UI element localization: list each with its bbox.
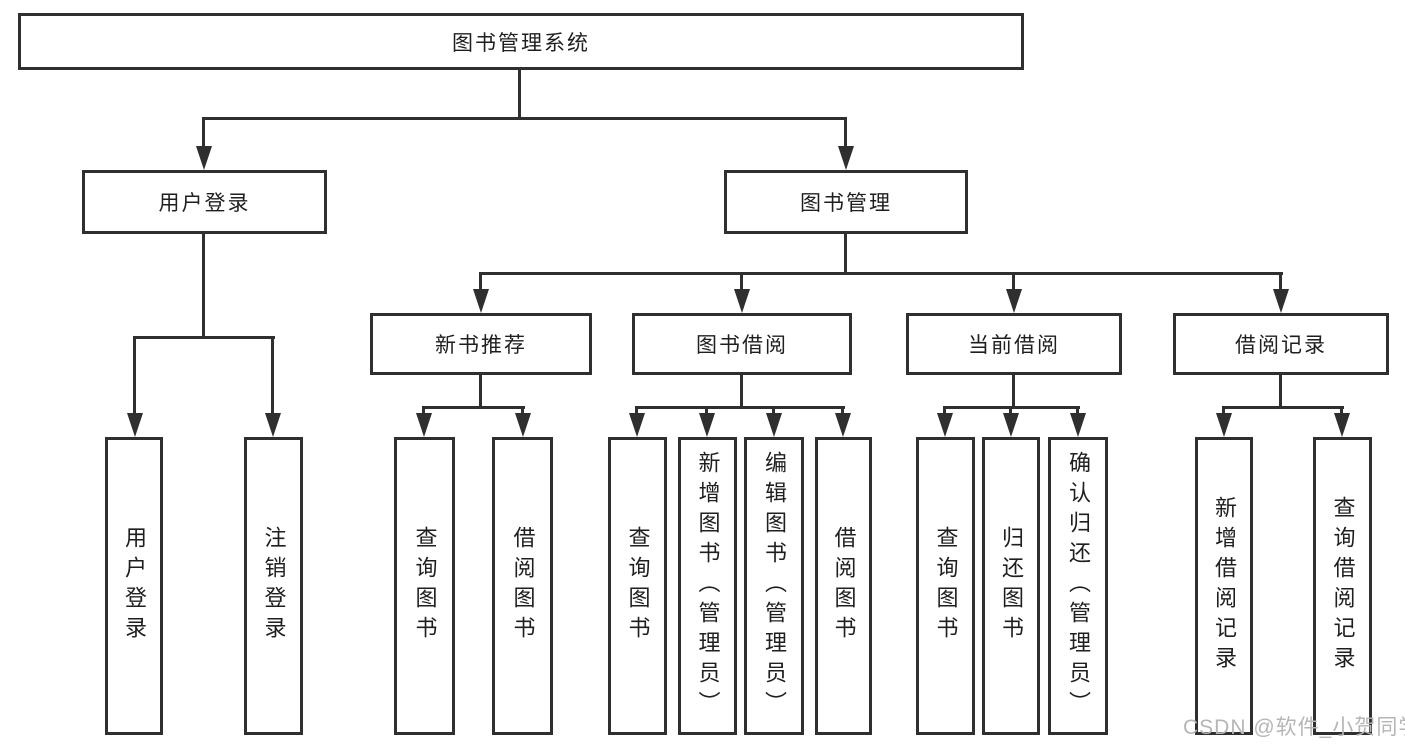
arrowhead-down-icon [766, 413, 782, 437]
connector-line [740, 375, 743, 406]
connector-line [202, 233, 205, 336]
arrowhead-down-icon [265, 413, 281, 437]
connector-line [1012, 272, 1015, 289]
connector-line [1009, 406, 1012, 413]
connector-line [422, 406, 525, 409]
connector-line [635, 406, 638, 413]
arrowhead-down-icon [835, 413, 851, 437]
arrowhead-down-icon [1334, 413, 1350, 437]
connector-line [772, 406, 775, 413]
connector-line [705, 406, 708, 413]
connector-line [841, 406, 844, 413]
leaf-user-login: 用户登录 [105, 437, 163, 735]
arrowhead-down-icon [1003, 413, 1019, 437]
arrowhead-down-icon [127, 413, 143, 437]
arrowhead-down-icon [1006, 289, 1022, 313]
connector-line [518, 69, 521, 117]
leaf-add-borrow-record: 新增借阅记录 [1195, 437, 1253, 735]
connector-line [133, 336, 136, 413]
arrowhead-down-icon [1070, 413, 1086, 437]
connector-line [479, 375, 482, 406]
connector-line [1076, 406, 1079, 413]
connector-line [740, 272, 743, 289]
connector-line [479, 272, 482, 289]
csdn-watermark: CSDN @软件_小贺同学 [1183, 716, 1405, 739]
leaf-query-borrow-record: 查询借阅记录 [1313, 437, 1372, 735]
connector-line [422, 406, 425, 413]
arrowhead-down-icon [937, 413, 953, 437]
arrowhead-down-icon [1216, 413, 1232, 437]
arrowhead-down-icon [416, 413, 432, 437]
connector-line [202, 117, 847, 120]
connector-line [1279, 272, 1282, 289]
arrowhead-down-icon [196, 146, 212, 170]
node-current-borrowing: 当前借阅 [906, 313, 1122, 375]
leaf-logout: 注销登录 [244, 437, 303, 735]
leaf-edit-books-admin: 编辑图书（管理员） [744, 437, 804, 735]
arrowhead-down-icon [838, 146, 854, 170]
arrowhead-down-icon [473, 289, 489, 313]
node-book-borrowing: 图书借阅 [632, 313, 852, 375]
connector-line [635, 406, 845, 409]
leaf-add-books-admin: 新增图书（管理员） [678, 437, 737, 735]
leaf-borrow-books: 借阅图书 [815, 437, 872, 735]
connector-line [479, 272, 1283, 275]
leaf-borrow-books: 借阅图书 [492, 437, 553, 735]
leaf-return-books: 归还图书 [982, 437, 1040, 735]
arrowhead-down-icon [1273, 289, 1289, 313]
leaf-query-books: 查询图书 [608, 437, 667, 735]
connector-line [1222, 406, 1344, 409]
connector-line [844, 233, 847, 272]
connector-line [943, 406, 946, 413]
arrowhead-down-icon [515, 413, 531, 437]
node-user-login: 用户登录 [82, 170, 327, 234]
node-borrowing-records: 借阅记录 [1173, 313, 1389, 375]
arrowhead-down-icon [734, 289, 750, 313]
node-book-management: 图书管理 [724, 170, 968, 234]
arrowhead-down-icon [629, 413, 645, 437]
leaf-query-books: 查询图书 [916, 437, 975, 735]
connector-line [844, 117, 847, 148]
arrowhead-down-icon [699, 413, 715, 437]
connector-line [1222, 406, 1225, 413]
connector-line [133, 336, 275, 339]
leaf-confirm-return-admin: 确认归还（管理员） [1048, 437, 1108, 735]
connector-line [271, 336, 274, 413]
connector-line [1279, 375, 1282, 406]
connector-line [1012, 375, 1015, 406]
connector-line [202, 117, 205, 148]
connector-line [521, 406, 524, 413]
leaf-query-books: 查询图书 [394, 437, 455, 735]
connector-line [1340, 406, 1343, 413]
node-library-management-system: 图书管理系统 [18, 13, 1024, 70]
node-new-book-recommend: 新书推荐 [370, 313, 592, 375]
